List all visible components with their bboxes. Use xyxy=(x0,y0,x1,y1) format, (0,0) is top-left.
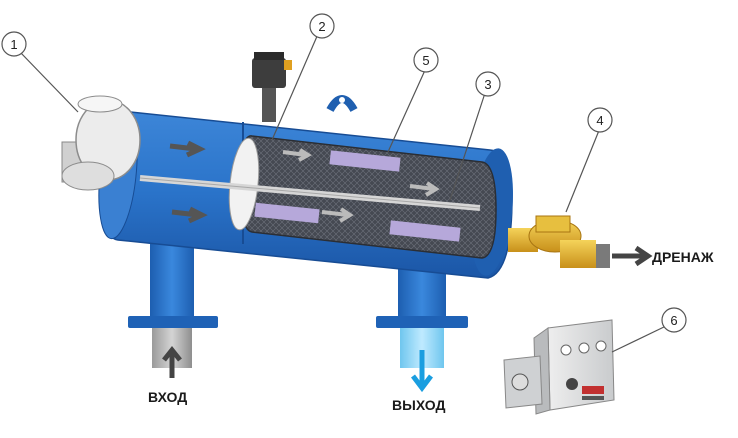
outlet-arrow-icon xyxy=(411,350,433,393)
svg-text:6: 6 xyxy=(670,313,677,328)
outlet-label: ВЫХОД xyxy=(392,397,445,413)
callout-3: 3 xyxy=(475,71,501,97)
callout-lines xyxy=(19,33,667,353)
svg-text:2: 2 xyxy=(318,19,325,34)
svg-text:3: 3 xyxy=(484,77,491,92)
inlet-pipe xyxy=(128,236,218,378)
inlet-label: ВХОД xyxy=(148,389,187,405)
drain-valve xyxy=(508,215,653,268)
svg-text:4: 4 xyxy=(596,113,603,128)
svg-text:5: 5 xyxy=(422,53,429,68)
pressure-switch xyxy=(252,52,292,122)
callout-1: 1 xyxy=(1,31,27,57)
motor xyxy=(61,95,141,191)
callout-6: 6 xyxy=(661,307,687,333)
filter-screen xyxy=(139,135,497,259)
callout-5: 5 xyxy=(413,47,439,73)
svg-text:1: 1 xyxy=(10,37,17,52)
callout-2: 2 xyxy=(309,13,335,39)
control-cabinet xyxy=(503,319,615,415)
callout-4: 4 xyxy=(587,107,613,133)
drain-label: ДРЕНАЖ xyxy=(652,249,714,265)
body-flow-arrows xyxy=(169,140,208,224)
inlet-arrow-icon xyxy=(162,345,182,378)
drain-arrow-icon xyxy=(612,245,653,267)
